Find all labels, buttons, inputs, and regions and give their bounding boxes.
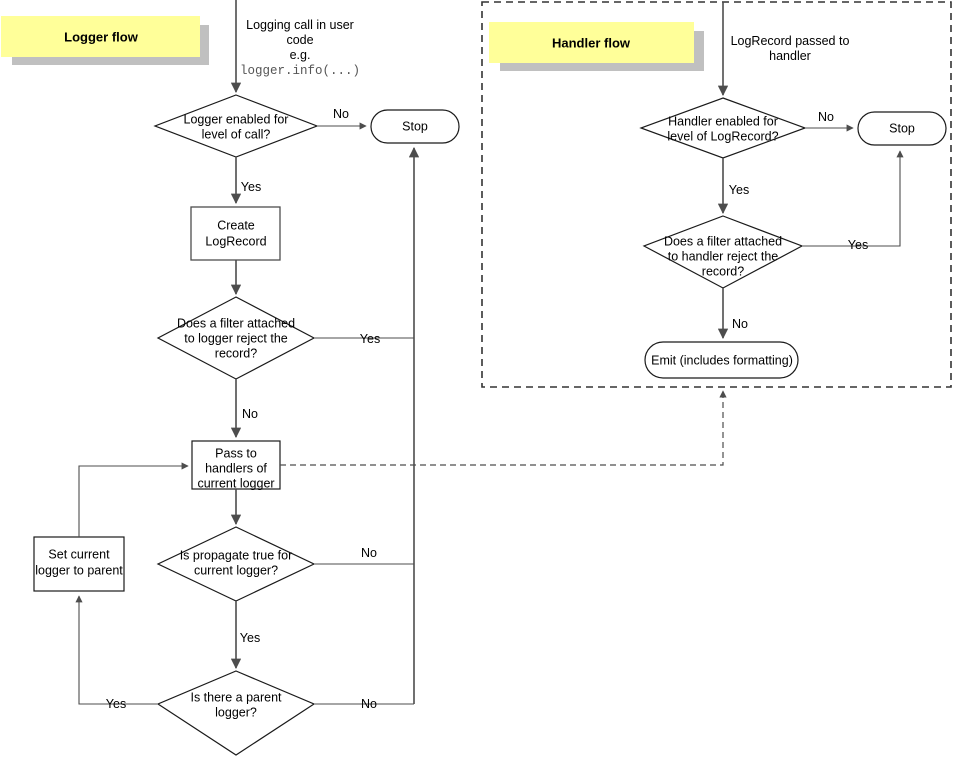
node-is-propagate-line2: current logger? (194, 563, 278, 577)
logger-flow-title: Logger flow (1, 16, 209, 65)
node-is-propagate-line1: Is propagate true for (180, 548, 293, 562)
edge-set-parent-to-pass (78, 462, 189, 537)
edge-label-handler-filter-no: No (732, 317, 748, 331)
node-pass-to-handlers-box (191, 440, 281, 490)
node-create-logrecord-line1: Create (217, 218, 255, 232)
edge-label-logger-enabled-no: No (333, 107, 349, 121)
node-create-logrecord-line2: LogRecord (205, 234, 266, 248)
node-pass-to-handlers-line2: handlers of (205, 461, 267, 475)
edge-label-handler-enabled-no: No (818, 110, 834, 124)
logger-entry-caption: Logging call in user code e.g. logger.in… (240, 18, 360, 78)
handler-flow-title-text: Handler flow (552, 35, 631, 50)
node-handler-filter-line3: record? (702, 264, 744, 278)
node-set-parent-line2: logger to parent (35, 563, 123, 577)
node-handler-stop: Stop (857, 111, 947, 146)
node-handler-filter: Does a filter attached to handler reject… (642, 215, 804, 289)
handler-flow-title-box (489, 22, 694, 63)
node-logger-filter-line3: record? (215, 346, 257, 360)
node-create-logrecord-box (190, 206, 281, 261)
node-logger-filter-line1: Does a filter attached (177, 316, 295, 330)
edge-label-propagate-yes: Yes (240, 631, 260, 645)
node-emit-label: Emit (includes formatting) (651, 353, 793, 367)
node-pass-to-handlers-line3: current logger (197, 476, 274, 490)
handler-entry-caption-line2: handler (769, 49, 811, 63)
node-handler-filter-line2: to handler reject the (668, 249, 779, 263)
handler-entry-caption: LogRecord passed to handler (731, 34, 850, 63)
edge-pass-to-handler-flow (280, 390, 727, 466)
edge-label-has-parent-yes: Yes (106, 697, 126, 711)
handler-flow-panel (481, 1, 952, 388)
node-logger-filter: Does a filter attached to logger reject … (156, 296, 316, 380)
node-pass-to-handlers: Pass to handlers of current logger (191, 440, 281, 490)
node-logger-enabled: Logger enabled for level of call? (153, 94, 319, 158)
edge-label-handler-enabled-yes: Yes (729, 183, 749, 197)
node-pass-to-handlers-line1: Pass to (215, 446, 257, 460)
node-emit: Emit (includes formatting) (644, 341, 799, 379)
edge-label-logger-filter-yes: Yes (360, 332, 380, 346)
edge-label-logger-enabled-yes: Yes (241, 180, 261, 194)
edge-label-propagate-no: No (361, 546, 377, 560)
logger-entry-caption-code: logger.info(...) (240, 64, 360, 78)
node-logger-filter-line2: to logger reject the (184, 331, 288, 345)
node-handler-filter-line1: Does a filter attached (664, 234, 782, 248)
node-handler-enabled-line2: level of LogRecord? (667, 129, 778, 143)
edge-has-parent-yes (75, 595, 158, 705)
node-logger-enabled-line2: level of call? (202, 127, 271, 141)
edge-label-handler-filter-yes: Yes (848, 238, 868, 252)
edge-handler-filter-yes (802, 150, 904, 247)
handler-flow-title: Handler flow (489, 22, 704, 71)
logger-flow-title-text: Logger flow (64, 29, 139, 44)
node-handler-enabled-line1: Handler enabled for (668, 114, 778, 128)
node-has-parent: Is there a parent logger? (156, 670, 316, 756)
logger-entry-caption-line1: Logging call in user (246, 18, 354, 32)
node-logger-stop-shape (370, 109, 460, 144)
edge-label-has-parent-no: No (361, 697, 377, 711)
node-is-propagate: Is propagate true for current logger? (156, 526, 316, 602)
node-set-parent: Set current logger to parent (33, 536, 125, 592)
node-handler-stop-label: Stop (889, 121, 915, 135)
handler-entry-caption-line1: LogRecord passed to (731, 34, 850, 48)
logger-entry-caption-line2: code (286, 33, 313, 47)
node-set-parent-line1: Set current (48, 547, 110, 561)
logger-flow-title-box (1, 16, 200, 57)
node-logger-stop: Stop (370, 109, 460, 144)
logger-entry-caption-line3: e.g. (290, 48, 311, 62)
node-create-logrecord: Create LogRecord (190, 206, 281, 261)
node-logger-enabled-line1: Logger enabled for (184, 112, 289, 126)
node-has-parent-line2: logger? (215, 705, 257, 719)
node-has-parent-diamond (156, 670, 316, 756)
edge-label-logger-filter-no: No (242, 407, 258, 421)
node-handler-enabled: Handler enabled for level of LogRecord? (639, 97, 807, 159)
node-emit-shape (644, 341, 799, 379)
node-set-parent-box (33, 536, 125, 592)
node-handler-stop-shape (857, 111, 947, 146)
node-has-parent-line1: Is there a parent (190, 690, 282, 704)
node-logger-stop-label: Stop (402, 119, 428, 133)
